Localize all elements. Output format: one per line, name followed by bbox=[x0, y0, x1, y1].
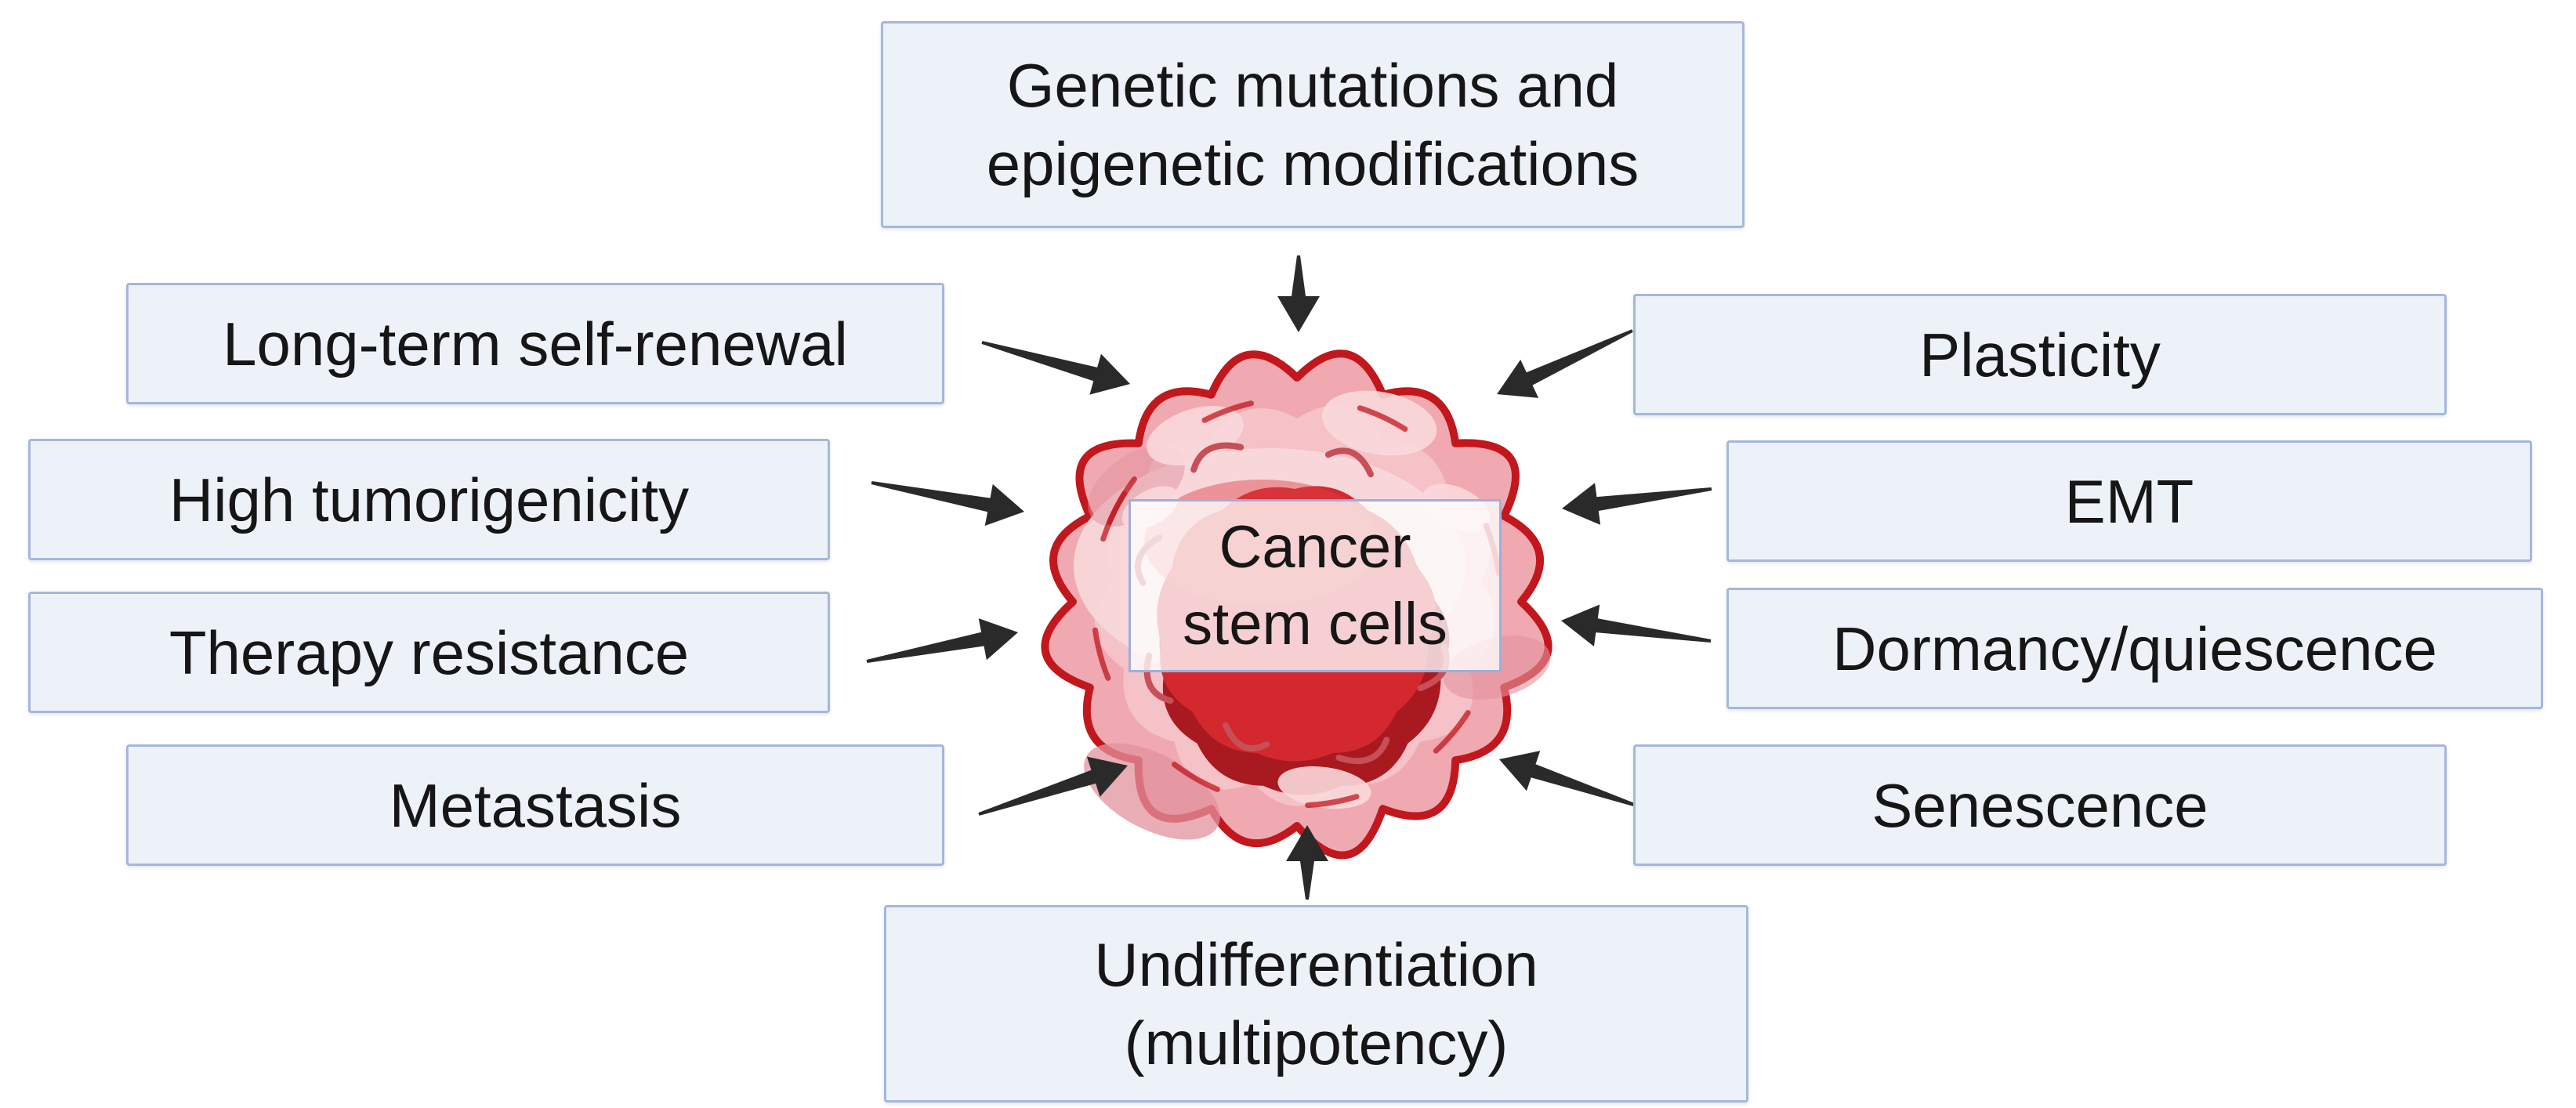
arrow-tumorigenicity-to-cell bbox=[871, 481, 1024, 526]
label-box-emt: EMT bbox=[1726, 440, 2532, 562]
arrow-therapy-resistance-to-cell bbox=[866, 618, 1018, 663]
arrow-undifferentiation-to-cell bbox=[1286, 825, 1328, 900]
center-label-cancer-stem-cells: Cancer stem cells bbox=[1129, 499, 1502, 672]
arrows-layer bbox=[866, 255, 1712, 900]
center-label-line1: Cancer bbox=[1219, 513, 1411, 581]
label-text: EMT bbox=[2064, 466, 2194, 536]
membrane-swirl bbox=[1223, 722, 1270, 751]
label-box-plasticity: Plasticity bbox=[1633, 294, 2447, 415]
label-text: Metastasis bbox=[389, 770, 682, 840]
membrane-swirl bbox=[1324, 447, 1374, 478]
membrane-rim-crease bbox=[1357, 405, 1408, 432]
membrane-highlight bbox=[1147, 406, 1244, 465]
label-box-metastasis: Metastasis bbox=[126, 744, 944, 866]
arrow-metastasis-to-cell bbox=[978, 756, 1128, 816]
label-text-line1: Undifferentiation bbox=[1094, 930, 1538, 999]
membrane-rim-crease bbox=[1433, 710, 1471, 754]
label-box-dormancy-quiescence: Dormancy/quiescence bbox=[1726, 588, 2543, 709]
membrane-rim-crease bbox=[1305, 794, 1360, 809]
label-text-line2: epigenetic modifications bbox=[986, 129, 1639, 198]
label-text: Senescence bbox=[1871, 770, 2208, 840]
label-text: Dormancy/quiescence bbox=[1832, 614, 2437, 683]
label-text: Plasticity bbox=[1919, 320, 2161, 389]
membrane-highlight bbox=[1321, 390, 1437, 456]
label-box-genetic-mutations: Genetic mutations and epigenetic modific… bbox=[881, 21, 1745, 228]
label-box-therapy-resistance: Therapy resistance bbox=[28, 592, 830, 713]
label-box-long-term-self-renewal: Long-term self-renewal bbox=[126, 283, 944, 404]
membrane-swirl bbox=[1190, 442, 1245, 473]
membrane-swirl bbox=[1335, 737, 1390, 765]
arrow-genetic-mutations-to-cell bbox=[1277, 255, 1320, 332]
label-text-line2: (multipotency) bbox=[1124, 1008, 1509, 1077]
arrow-plasticity-to-cell bbox=[1497, 329, 1633, 398]
arrow-self-renewal-to-cell bbox=[981, 341, 1130, 395]
label-text: Therapy resistance bbox=[168, 617, 690, 687]
membrane-rim-crease bbox=[1172, 762, 1220, 792]
center-label-line2: stem cells bbox=[1183, 590, 1447, 657]
label-text: Long-term self-renewal bbox=[223, 309, 848, 378]
membrane-rim-crease bbox=[1107, 476, 1137, 525]
label-box-high-tumorigenicity: High tumorigenicity bbox=[28, 439, 830, 560]
arrow-senescence-to-cell bbox=[1499, 751, 1637, 807]
label-text: High tumorigenicity bbox=[168, 465, 690, 534]
arrow-dormancy-quiescence-to-cell bbox=[1561, 604, 1712, 646]
arrow-emt-to-cell bbox=[1562, 483, 1712, 525]
membrane-rim-crease bbox=[1201, 400, 1254, 423]
label-box-undifferentiation: Undifferentiation (multipotency) bbox=[884, 905, 1748, 1103]
label-box-senescence: Senescence bbox=[1633, 744, 2447, 866]
label-text-line1: Genetic mutations and bbox=[1006, 51, 1619, 120]
membrane-rim-crease bbox=[1092, 627, 1111, 681]
